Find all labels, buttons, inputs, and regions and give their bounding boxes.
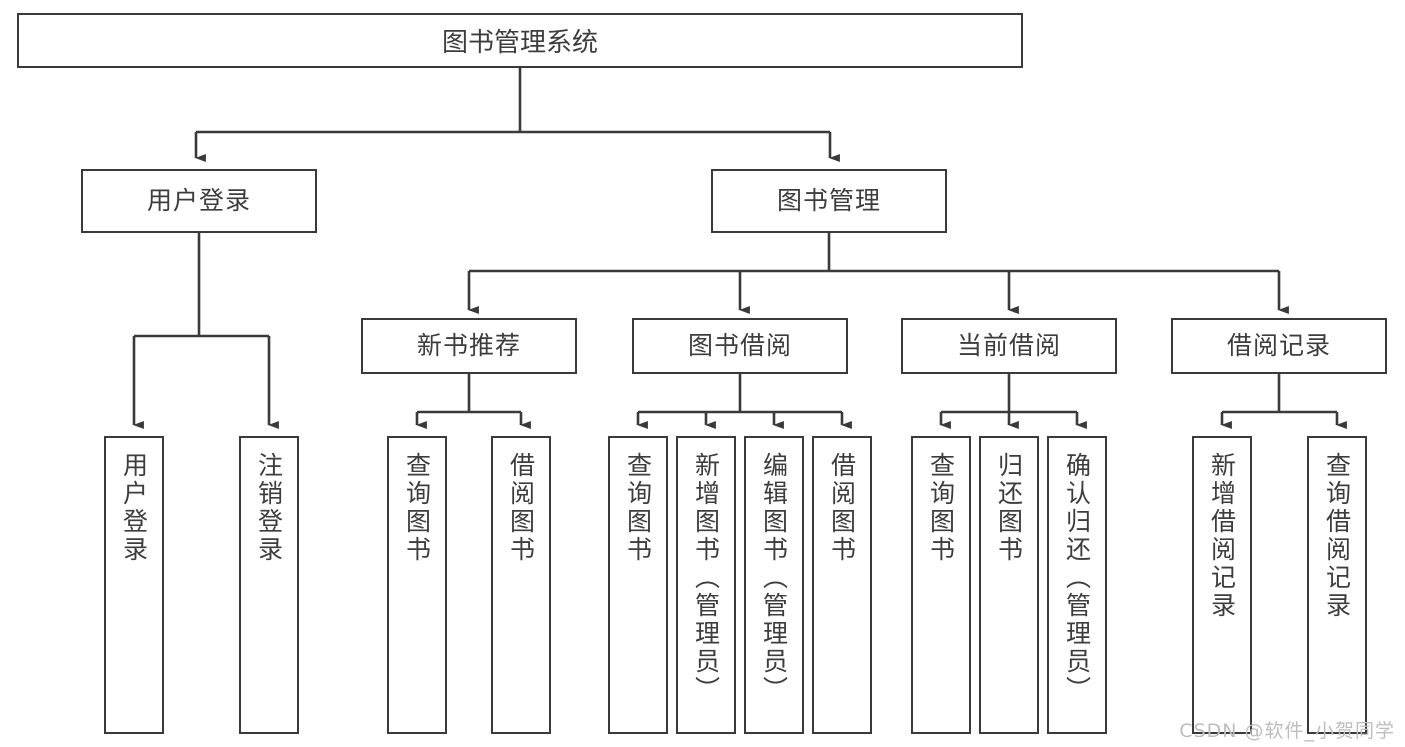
node-book-manage-label: 图书管理	[776, 186, 881, 216]
node-book-borrow-label: 图书借阅	[687, 331, 792, 361]
leaf-edit-book[interactable]: 编辑图书（管理员）	[744, 436, 804, 734]
node-book-manage[interactable]: 图书管理	[711, 169, 947, 233]
node-user-login[interactable]: 用户登录	[81, 169, 317, 233]
csdn-watermark: CSDN @软件_小贺同学	[1179, 720, 1395, 742]
leaf-query-book-1[interactable]: 查询图书	[387, 436, 447, 734]
leaf-return-book[interactable]: 归还图书	[979, 436, 1039, 734]
leaf-confirm-return[interactable]: 确认归还（管理员）	[1047, 436, 1107, 734]
node-borrow-record-label: 借阅记录	[1226, 331, 1331, 361]
node-borrow-record[interactable]: 借阅记录	[1171, 318, 1387, 374]
leaf-add-book-label: 新增图书（管理员）	[691, 452, 721, 704]
leaf-borrow-book-1-label: 借阅图书	[506, 452, 536, 564]
node-user-login-label: 用户登录	[146, 186, 251, 216]
leaf-add-book[interactable]: 新增图书（管理员）	[676, 436, 736, 734]
leaf-user-login[interactable]: 用户登录	[104, 436, 164, 734]
leaf-query-book-2[interactable]: 查询图书	[608, 436, 668, 734]
leaf-edit-book-label: 编辑图书（管理员）	[759, 452, 789, 704]
leaf-query-book-3[interactable]: 查询图书	[911, 436, 971, 734]
leaf-query-book-3-label: 查询图书	[926, 452, 956, 564]
leaf-query-record[interactable]: 查询借阅记录	[1307, 436, 1367, 734]
leaf-confirm-return-label: 确认归还（管理员）	[1062, 452, 1092, 704]
node-new-book-rec[interactable]: 新书推荐	[361, 318, 577, 374]
node-current-borrow[interactable]: 当前借阅	[901, 318, 1117, 374]
node-new-book-rec-label: 新书推荐	[416, 331, 521, 361]
node-current-borrow-label: 当前借阅	[956, 331, 1061, 361]
leaf-borrow-book-1[interactable]: 借阅图书	[491, 436, 551, 734]
leaf-logout-login-label: 注销登录	[254, 452, 284, 564]
leaf-query-record-label: 查询借阅记录	[1322, 452, 1352, 620]
node-book-borrow[interactable]: 图书借阅	[632, 318, 848, 374]
leaf-add-record-label: 新增借阅记录	[1207, 452, 1237, 620]
leaf-user-login-label: 用户登录	[119, 452, 149, 564]
leaf-add-record[interactable]: 新增借阅记录	[1192, 436, 1252, 734]
leaf-borrow-book-2-label: 借阅图书	[827, 452, 857, 564]
node-root[interactable]: 图书管理系统	[17, 13, 1023, 68]
leaf-query-book-1-label: 查询图书	[402, 452, 432, 564]
node-root-label: 图书管理系统	[441, 28, 598, 58]
leaf-return-book-label: 归还图书	[994, 452, 1024, 564]
leaf-query-book-2-label: 查询图书	[623, 452, 653, 564]
leaf-borrow-book-2[interactable]: 借阅图书	[812, 436, 872, 734]
leaf-logout-login[interactable]: 注销登录	[239, 436, 299, 734]
